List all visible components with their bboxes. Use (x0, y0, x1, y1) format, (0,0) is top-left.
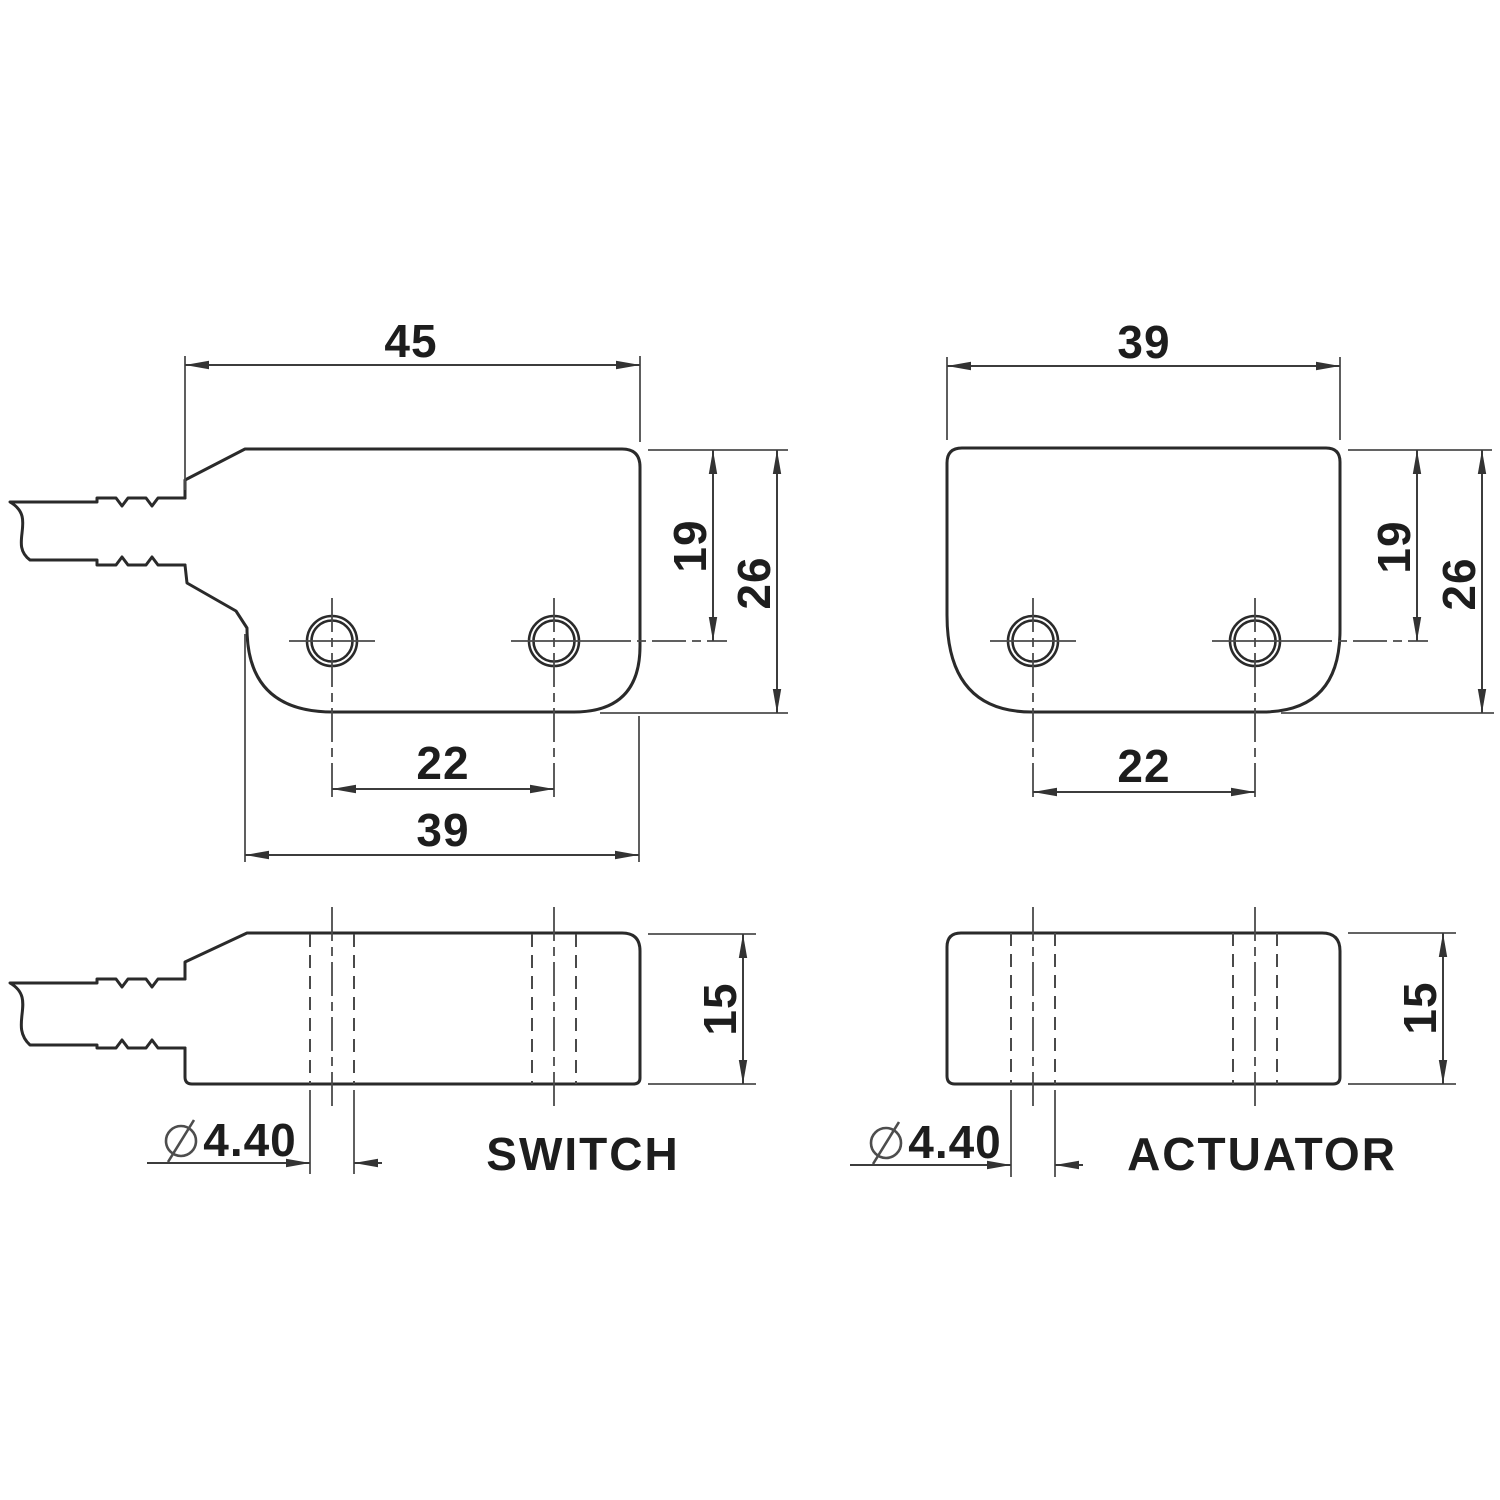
dim-label-switch-hole-height: 19 (664, 519, 716, 572)
actuator-front-view: 39 19 26 22 (945, 316, 1494, 800)
dim-label-switch-hole-diameter: 4.40 (203, 1114, 297, 1166)
diameter-symbol (869, 1126, 903, 1160)
actuator-side-outline (945, 931, 1342, 1086)
switch-label: SWITCH (486, 1128, 679, 1180)
dim-label-switch-width: 45 (384, 315, 437, 367)
dim-switch-hole-diameter: 4.40 (147, 1090, 382, 1174)
switch-side-cable (8, 977, 187, 1050)
switch-body-outline (183, 447, 642, 714)
switch-front-view: 45 19 26 22 39 (8, 315, 788, 862)
diameter-symbol (164, 1124, 198, 1158)
actuator-label: ACTUATOR (1127, 1128, 1397, 1180)
dim-actuator-hole-height: 19 (1348, 449, 1492, 641)
dim-label-switch-height: 26 (728, 556, 780, 609)
dim-actuator-thickness: 15 (1348, 932, 1456, 1085)
dim-switch-height: 26 (600, 450, 788, 714)
dim-label-actuator-width: 39 (1117, 316, 1170, 368)
dim-label-actuator-hole-height: 19 (1368, 520, 1420, 573)
dim-switch-overall-width: 45 (184, 315, 641, 490)
dim-actuator-hole-diameter: 4.40 (850, 1090, 1083, 1177)
diameter-symbol-slash (166, 1119, 196, 1163)
dim-label-switch-hole-pitch: 22 (416, 737, 469, 789)
dim-label-switch-base-width: 39 (416, 804, 469, 856)
switch-cable (8, 496, 187, 567)
dim-label-actuator-hole-diameter: 4.40 (908, 1116, 1002, 1168)
dim-actuator-height: 26 (1281, 450, 1494, 714)
switch-side-outline (183, 931, 642, 1086)
dim-actuator-width: 39 (946, 316, 1341, 440)
dim-switch-hole-pitch: 22 (332, 737, 554, 794)
switch-side-view: 15 4.40 SWITCH (8, 907, 756, 1180)
dim-switch-base-width: 39 (244, 634, 640, 862)
dim-actuator-hole-pitch: 22 (1033, 740, 1255, 797)
actuator-body-outline (945, 446, 1342, 714)
diameter-symbol-slash (871, 1121, 901, 1165)
dim-label-switch-thickness: 15 (694, 982, 746, 1035)
dim-switch-thickness: 15 (648, 933, 756, 1085)
actuator-side-view: 15 4.40 ACTUATOR (850, 907, 1456, 1180)
dim-switch-hole-height: 19 (648, 449, 788, 641)
dim-label-actuator-hole-pitch: 22 (1117, 740, 1170, 792)
dim-label-actuator-height: 26 (1433, 557, 1485, 610)
dim-label-actuator-thickness: 15 (1394, 981, 1446, 1034)
